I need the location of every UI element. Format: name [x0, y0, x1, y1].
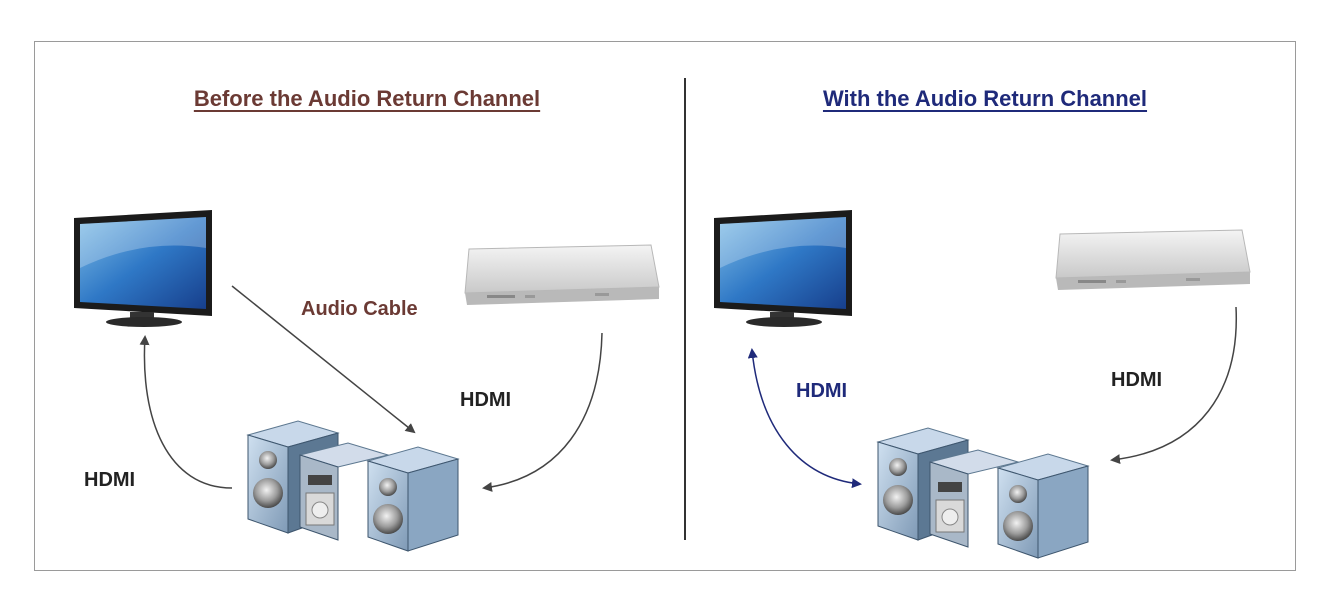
right-hdmi-tv-label: HDMI	[796, 380, 848, 402]
right-panel-title: With the Audio Return Channel	[822, 86, 1148, 111]
left-hdmi-player-label: HDMI	[460, 389, 512, 411]
hdmi-stereo-to-tv-arrow	[139, 335, 233, 489]
left-hdmi-tv-label: HDMI	[84, 469, 136, 491]
stereo-system-icon	[246, 420, 460, 552]
arc-hdmi-bidirectional-arrow	[747, 348, 862, 489]
tv-icon	[714, 210, 852, 327]
audio-cable-arrow	[231, 285, 416, 434]
audio-cable-label: Audio Cable	[301, 298, 418, 320]
left-panel-title: Before the Audio Return Channel	[193, 86, 541, 111]
right-hdmi-player-label: HDMI	[1111, 369, 1163, 391]
panel-divider	[684, 78, 686, 540]
dvd-player-icon	[464, 244, 660, 305]
dvd-player-icon	[1055, 229, 1251, 290]
hdmi-player-to-stereo-arrow	[482, 332, 603, 492]
hdmi-player-to-stereo-arrow	[1110, 306, 1237, 465]
tv-icon	[74, 210, 212, 327]
stereo-system-icon	[876, 427, 1090, 559]
